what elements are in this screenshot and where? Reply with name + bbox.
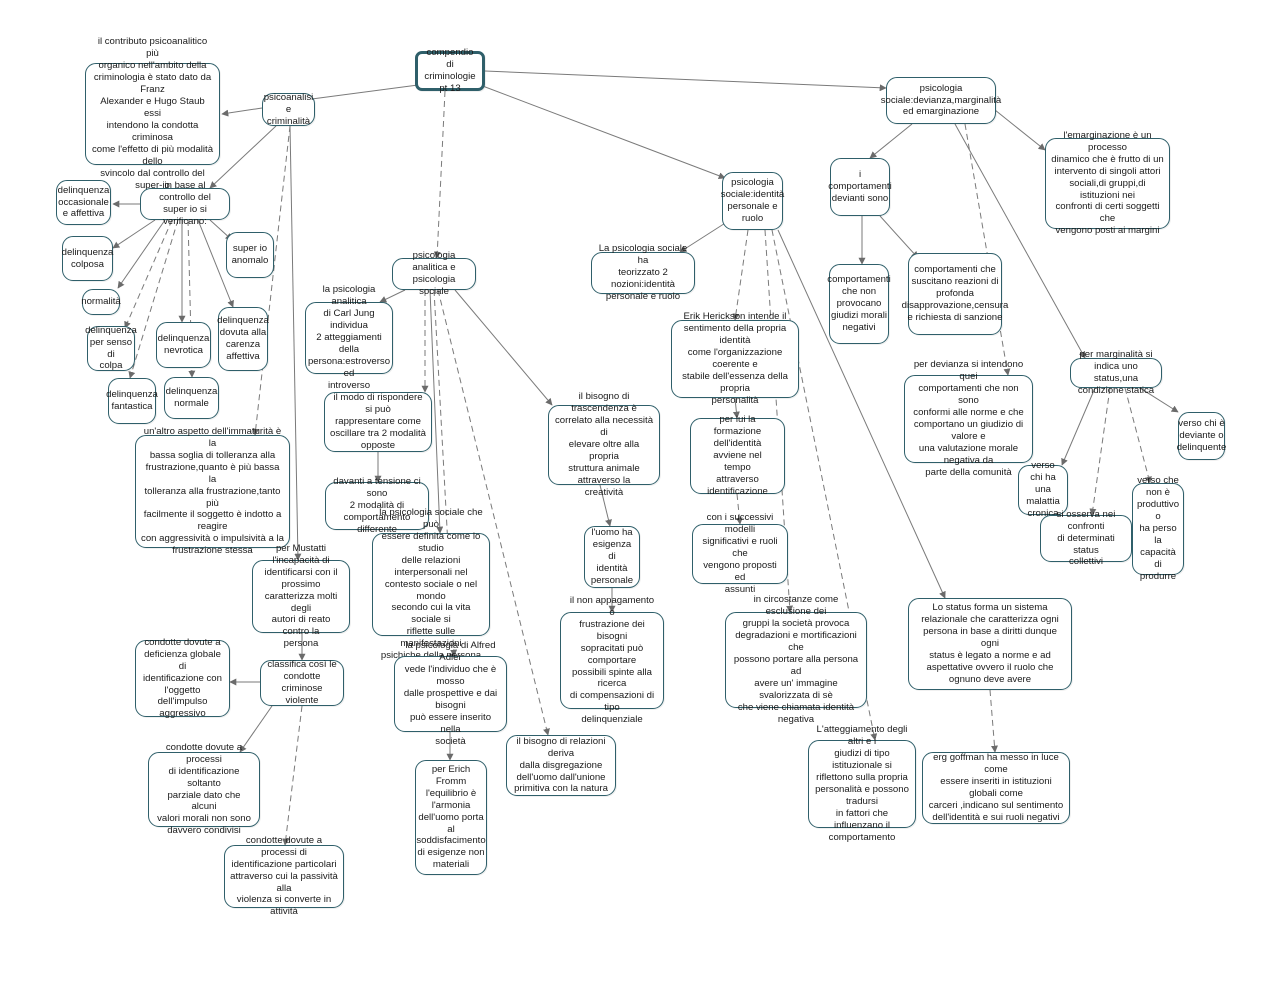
connector xyxy=(732,397,740,419)
connector xyxy=(239,705,273,753)
node-emarginazione[interactable]: l'emarginazione è un processo dinamico c… xyxy=(1045,130,1170,236)
connector xyxy=(599,484,612,527)
node-formazione[interactable]: per lui la formazione dell'identità avvi… xyxy=(690,414,785,497)
connector xyxy=(289,125,302,561)
node-erikson[interactable]: Erik Herickson intende il sentimento del… xyxy=(671,311,799,406)
connector xyxy=(112,219,156,249)
connector xyxy=(1061,387,1096,466)
node-normale[interactable]: delinquenza normale xyxy=(164,377,219,419)
connector xyxy=(869,123,913,159)
node-jung[interactable]: la psicologia analitica di Carl Jung ind… xyxy=(305,284,393,391)
connector xyxy=(735,493,743,525)
node-normalita[interactable]: normalità xyxy=(81,289,121,315)
connector xyxy=(379,289,406,303)
connector xyxy=(124,219,173,329)
node-status[interactable]: Lo status forma un sistema relazionale c… xyxy=(908,598,1072,690)
node-classifica[interactable]: classifica così le condotte criminose vi… xyxy=(260,659,344,706)
node-suscitano[interactable]: comportamenti che suscitano reazioni di … xyxy=(902,253,1008,335)
node-parziale[interactable]: condotte dovute a processi di identifica… xyxy=(148,742,260,836)
connector xyxy=(117,219,166,289)
node-malattia[interactable]: verso chi ha una malattia cronica xyxy=(1018,460,1068,519)
node-trascendenza[interactable]: il bisogno di trascendenza è correlato a… xyxy=(548,391,660,498)
node-goffman[interactable]: erg goffman ha messo in luce come essere… xyxy=(922,752,1070,824)
connector xyxy=(994,109,1046,151)
node-fantastica[interactable]: delinquenza fantastica xyxy=(106,378,158,424)
node-marginalita[interactable]: per marginalità si indica uno status,una… xyxy=(1070,349,1162,396)
node-perdevianza[interactable]: per devianza si intendono quei comportam… xyxy=(904,359,1033,478)
node-comportamenti[interactable]: i comportamenti devianti sono xyxy=(828,158,892,216)
node-atteggiamento[interactable]: L'atteggiamento degli altri e i giudizi … xyxy=(808,724,916,843)
connector xyxy=(879,215,919,259)
connector xyxy=(209,125,277,189)
node-contributo[interactable]: il contributo psicoanalitico più organic… xyxy=(85,36,220,191)
node-deficienza[interactable]: condotte dovute a deficienza globale di … xyxy=(135,637,230,719)
connector xyxy=(989,689,998,753)
connector xyxy=(679,219,731,253)
node-identita[interactable]: psicologia sociale:identità personale e … xyxy=(721,172,784,230)
node-nonprovocano[interactable]: comportamenti che non provocano giudizi … xyxy=(827,264,891,344)
connector xyxy=(282,705,303,846)
connector xyxy=(954,123,1086,359)
node-passivita[interactable]: condotte dovute a processi di identifica… xyxy=(224,835,344,917)
node-nevrotica[interactable]: delinquenza nevrotica xyxy=(156,322,211,368)
node-oscillare[interactable]: il modo di rispondere si può rappresenta… xyxy=(324,392,432,452)
node-immaturita[interactable]: un'altro aspetto dell'immaturità è la ba… xyxy=(135,426,290,556)
node-modelli[interactable]: con i successivi modelli significativi e… xyxy=(692,512,788,595)
connector xyxy=(1124,387,1152,484)
node-mustatti[interactable]: per Mustatti l'incapacità di identificar… xyxy=(252,543,350,649)
connector xyxy=(777,229,946,599)
node-teorizzato[interactable]: La psicologia sociale ha teorizzato 2 no… xyxy=(591,243,695,302)
node-fromm[interactable]: per Erich Fromm l'equilibrio è l'armonia… xyxy=(415,760,487,875)
node-esclusione[interactable]: in circostanze come esclusione dei grupp… xyxy=(725,594,867,725)
connector xyxy=(252,125,291,436)
node-superio[interactable]: super io anomalo xyxy=(226,232,274,278)
connector xyxy=(429,289,444,534)
node-occasionale[interactable]: delinquenza occasionale e affettiva xyxy=(56,180,111,225)
connector xyxy=(1089,387,1111,516)
connector xyxy=(484,70,887,92)
node-tensione[interactable]: davanti a tensione ci sono 2 modalità di… xyxy=(325,476,429,535)
connector xyxy=(454,289,553,406)
node-colpa[interactable]: delinquenza per senso di colpa xyxy=(85,324,137,372)
node-controllo[interactable]: in base al controllo del super io si ver… xyxy=(140,180,230,227)
connector xyxy=(1139,387,1179,413)
node-deviante[interactable]: verso chi è deviante o delinquente xyxy=(1177,412,1226,460)
node-carenza[interactable]: delinquenza dovuta alla carenza affettiv… xyxy=(217,307,269,371)
root-node[interactable]: compendio di criminologie pt 13 xyxy=(415,47,485,94)
connector xyxy=(437,289,550,736)
connector xyxy=(479,84,726,180)
connector xyxy=(197,219,234,308)
node-collettivi[interactable]: si osserva nei confronti di determinati … xyxy=(1040,509,1132,567)
connector xyxy=(433,90,446,259)
connector xyxy=(732,229,749,321)
node-appagamento[interactable]: il non appagamento o frustrazione dei bi… xyxy=(560,595,664,725)
connector xyxy=(128,219,179,379)
node-relazioni[interactable]: il bisogno di relazioni deriva dalla dis… xyxy=(506,735,616,796)
node-produttivo[interactable]: verso che non è produttivo o ha perso la… xyxy=(1132,475,1184,582)
node-analitica[interactable]: psicologia analitica e psicologia social… xyxy=(392,250,476,297)
node-devianza[interactable]: psicologia sociale:devianza,marginalità … xyxy=(881,77,1001,124)
node-psicoanalisi[interactable]: psicoanalisi e criminalità xyxy=(262,91,315,127)
node-sociale[interactable]: la psicologia sociale che può essere def… xyxy=(372,507,490,661)
connector xyxy=(221,107,263,117)
node-esigenza[interactable]: l'uomo ha esigenza di identità personale xyxy=(584,526,640,588)
connector xyxy=(964,123,1011,376)
node-adler[interactable]: la psicologia di Alfred Adler vede l'ind… xyxy=(394,640,507,747)
node-colposa[interactable]: delinquenza colposa xyxy=(62,236,113,281)
